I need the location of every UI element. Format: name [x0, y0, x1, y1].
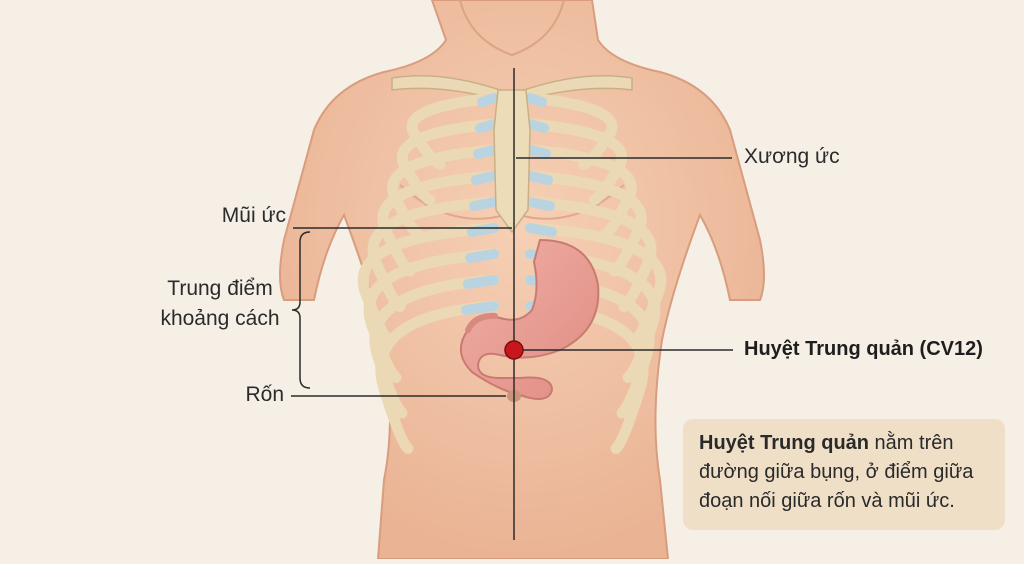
rib [524, 222, 667, 348]
rib-cartilage [525, 171, 553, 185]
label-sternum: Xương ức [744, 145, 840, 168]
info-line2: đường giữa bụng, ở điểm giữa [699, 461, 974, 483]
rib-cartilage [477, 93, 499, 107]
rib-cartilage [525, 145, 551, 159]
rib [524, 196, 657, 312]
rib [357, 222, 500, 348]
info-title: Huyệt Trung quản [699, 432, 869, 454]
label-xiphoid: Mũi ức [221, 204, 286, 227]
rib-cartilage [461, 301, 499, 315]
label-midpoint-line2: khoảng cách [160, 307, 280, 330]
rib-cartilage [463, 275, 499, 289]
rib [524, 144, 637, 241]
sternum-bone [493, 89, 531, 234]
rib [363, 248, 500, 383]
label-midpoint-line1: Trung điểm [167, 277, 273, 300]
rib [369, 274, 500, 419]
rib [375, 300, 500, 454]
acupoint-dot [504, 340, 524, 360]
rib-cartilage [525, 119, 549, 133]
rib [524, 170, 647, 277]
info-box: Huyệt Trung quản nằm trên đường giữa bụn… [683, 419, 1005, 530]
rib-cartilage [475, 119, 499, 133]
rib [377, 170, 500, 277]
distance-bracket [291, 231, 311, 389]
rib [396, 118, 500, 206]
info-line3: đoạn nối giữa rốn và mũi ức. [699, 490, 955, 512]
info-line1: Huyệt Trung quản nằm trên [699, 429, 991, 458]
rib-cartilage [525, 223, 557, 237]
rib-cartilage [465, 249, 499, 263]
label-acupoint: Huyệt Trung quản (CV12) [744, 338, 983, 360]
label-navel: Rốn [245, 383, 284, 406]
stomach [460, 238, 600, 400]
rib-cartilage [471, 171, 499, 185]
rib-cartilage [469, 197, 499, 211]
rib [524, 118, 628, 206]
rib [367, 196, 500, 312]
rib-cage [357, 92, 667, 454]
rib-cartilage [473, 145, 499, 159]
info-line1-rest: nằm trên [869, 432, 954, 454]
label-midpoint: Trung điểm khoảng cách [145, 274, 295, 334]
rib-cartilage [525, 197, 555, 211]
rib-cartilage [525, 93, 547, 107]
